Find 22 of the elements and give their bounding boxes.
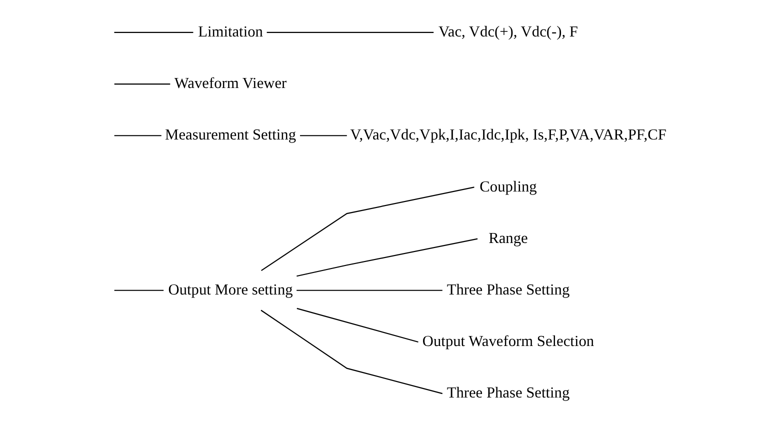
connector [114,83,170,85]
node-text: Output Waveform Selection [422,333,594,350]
node-text: Vac, Vdc(+), Vdc(-), F [438,23,578,40]
connector [260,310,443,394]
node-text: Coupling [480,178,537,196]
connector [296,238,478,277]
node-text: Three Phase Setting [446,384,570,402]
connector [300,135,347,136]
connector [261,186,474,272]
node-text: Three Phase Setting [446,281,570,298]
node-text: V,Vac,Vdc,Vpk,I,Iac,Idc,Ipk, Is,F,P,VA,VAR,PF,CF [350,126,666,144]
connector [296,308,418,343]
node-text: Output More setting [168,281,293,298]
connector [296,290,442,291]
connector [114,135,162,136]
node-text: Waveform Viewer [174,75,287,92]
connector [114,32,194,33]
node-text: Range [488,230,528,247]
connector [266,32,434,33]
node-text: Limitation [198,23,263,40]
connector [114,290,164,291]
node-text: Measurement Setting [165,126,296,144]
